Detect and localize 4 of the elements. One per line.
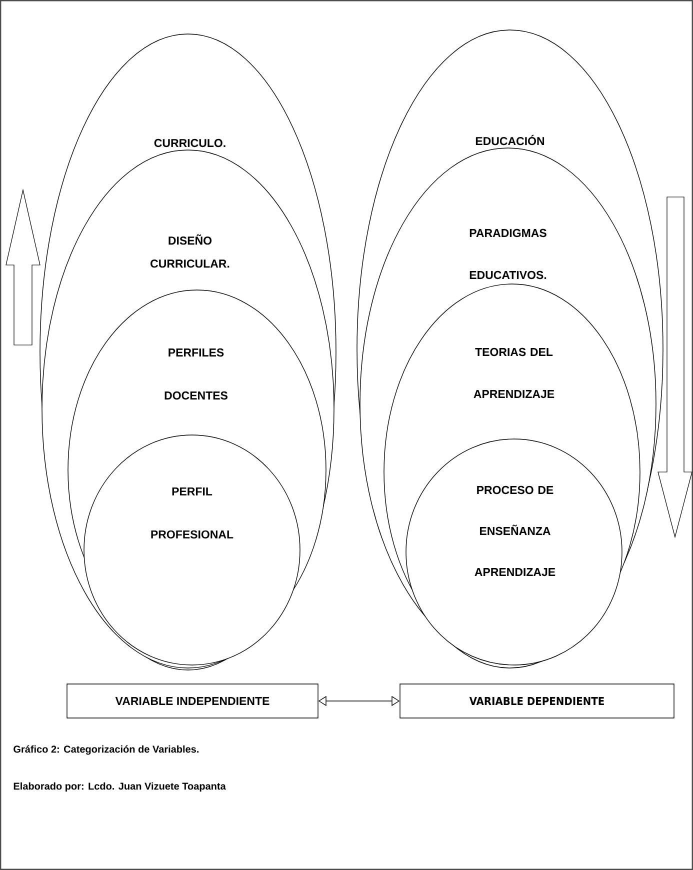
variable-box: VARIABLE DEPENDIENTE [400,684,674,718]
caption-text: Gráfico 2: Categorización de Variables. [14,745,198,755]
caption-text: Elaborado por: Lcdo. Juan Vizuete Toapanta [14,782,226,792]
variable-box: VARIABLE INDEPENDIENTE [66,684,318,718]
